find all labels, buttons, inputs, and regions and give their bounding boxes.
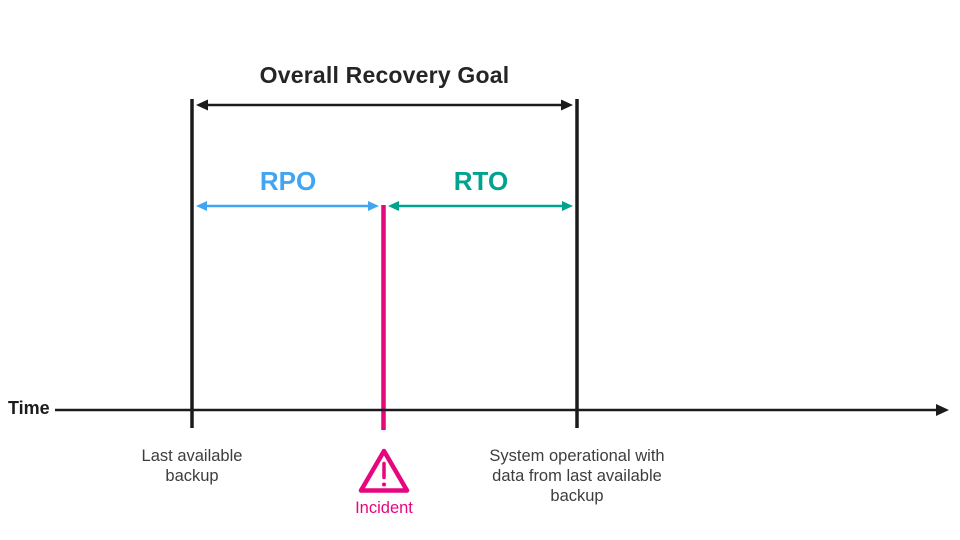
rpo-arrow xyxy=(196,201,379,211)
system-operational-label-line1: System operational with xyxy=(489,447,665,465)
system-operational-label-line3: backup xyxy=(550,487,604,505)
last-backup-label: Last available backup xyxy=(92,446,292,486)
warning-triangle-icon xyxy=(358,448,410,493)
incident-label: Incident xyxy=(355,499,413,517)
system-operational-label-line2: data from last available xyxy=(492,467,662,485)
diagram-title: Overall Recovery Goal xyxy=(259,62,510,88)
rpo-label: RPO xyxy=(259,166,317,196)
rto-arrow xyxy=(388,201,573,211)
system-operational-label: System operational with data from last a… xyxy=(467,446,687,506)
last-backup-label-line1: Last available xyxy=(141,447,243,465)
time-axis-label: Time xyxy=(8,398,50,418)
last-backup-label-line2: backup xyxy=(165,467,219,485)
timeline-axis xyxy=(55,404,949,416)
overall-recovery-arrow xyxy=(196,99,573,111)
rto-label: RTO xyxy=(453,166,509,196)
